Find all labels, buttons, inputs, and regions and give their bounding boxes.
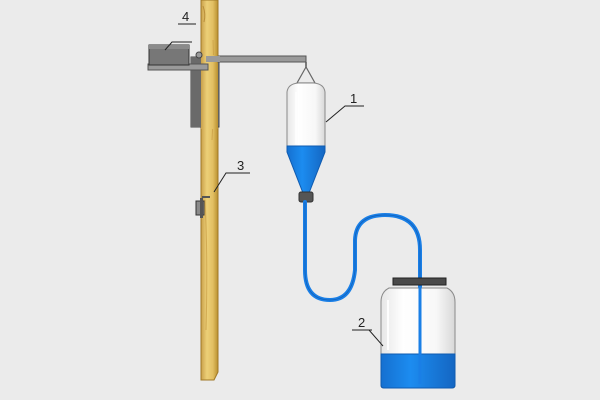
wooden-post-front — [201, 55, 218, 129]
bottle-liquid — [286, 145, 326, 194]
mounting-plate-shadow — [191, 57, 201, 127]
callout-underlines — [178, 23, 372, 331]
callout-label-jar: 2 — [358, 315, 365, 330]
bottle-hanger — [295, 62, 317, 84]
collection-jar — [380, 277, 456, 389]
callout-label-bottle: 1 — [350, 91, 357, 106]
post-clamp — [195, 196, 210, 218]
jar-liquid — [380, 353, 456, 389]
arm-bolt — [195, 51, 203, 59]
jar-lid — [392, 277, 447, 286]
control-box-top — [149, 45, 189, 49]
feed-tube-outline — [304, 202, 421, 385]
dropper-bottle — [286, 82, 326, 203]
callout-label-clamp: 3 — [237, 158, 244, 173]
callout-label-box: 4 — [182, 9, 189, 24]
